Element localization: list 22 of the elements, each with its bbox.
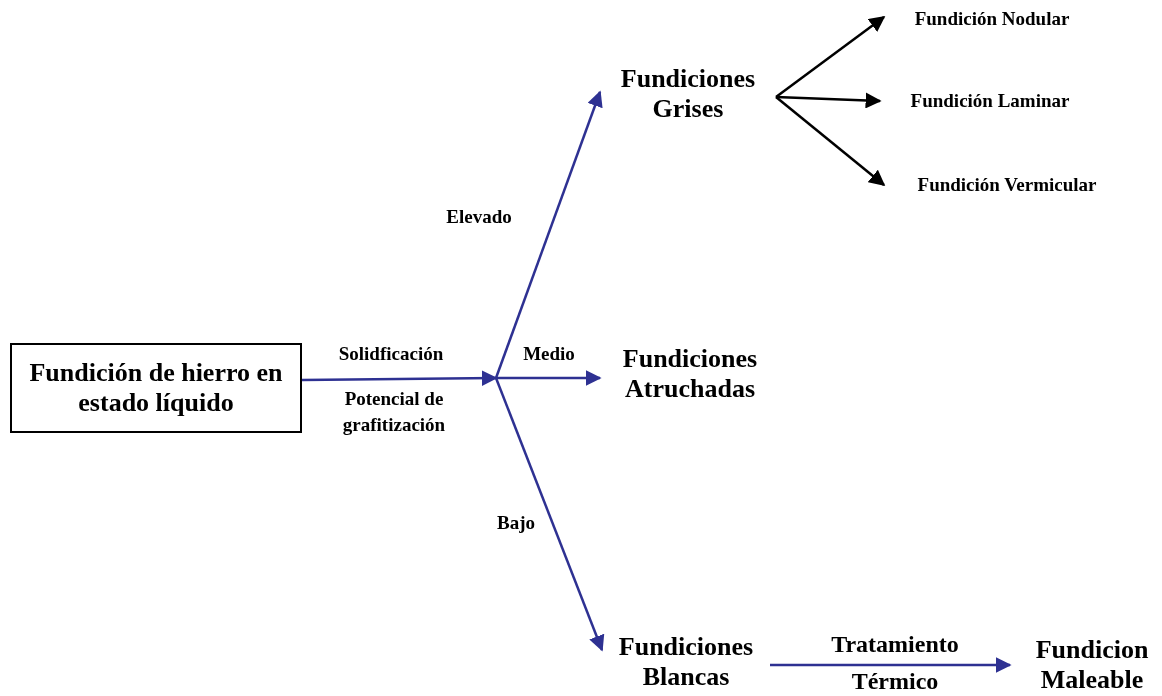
- node-label: Fundiciones Blancas: [602, 630, 770, 694]
- node-label: Fundición Nodular: [884, 4, 1100, 34]
- arrow: [494, 90, 603, 379]
- edge-label: Medio: [522, 343, 576, 365]
- edge-label: Tratamiento Térmico: [830, 630, 960, 696]
- arrow: [302, 370, 498, 387]
- arrow: [775, 96, 886, 186]
- edge-label: Bajo: [496, 512, 536, 534]
- node-label: Fundiciones Grises: [600, 62, 776, 126]
- arrow: [494, 377, 605, 652]
- node-label: Fundición Vermicular: [884, 170, 1130, 200]
- node-label: Fundiciones Atruchadas: [600, 342, 780, 406]
- edge-label: Elevado: [445, 206, 513, 228]
- process-box: Fundición de hierro en estado líquido: [10, 343, 302, 433]
- arrow: [775, 92, 882, 109]
- arrow: [775, 16, 886, 98]
- arrow: [496, 370, 602, 386]
- arrow: [770, 657, 1012, 673]
- node-label: Fundición Laminar: [880, 86, 1100, 116]
- annotation-text: Potencial de grafitización: [341, 387, 447, 437]
- annotation-text: Solidficación: [337, 342, 445, 366]
- node-label: Fundicion Maleable: [1022, 634, 1162, 696]
